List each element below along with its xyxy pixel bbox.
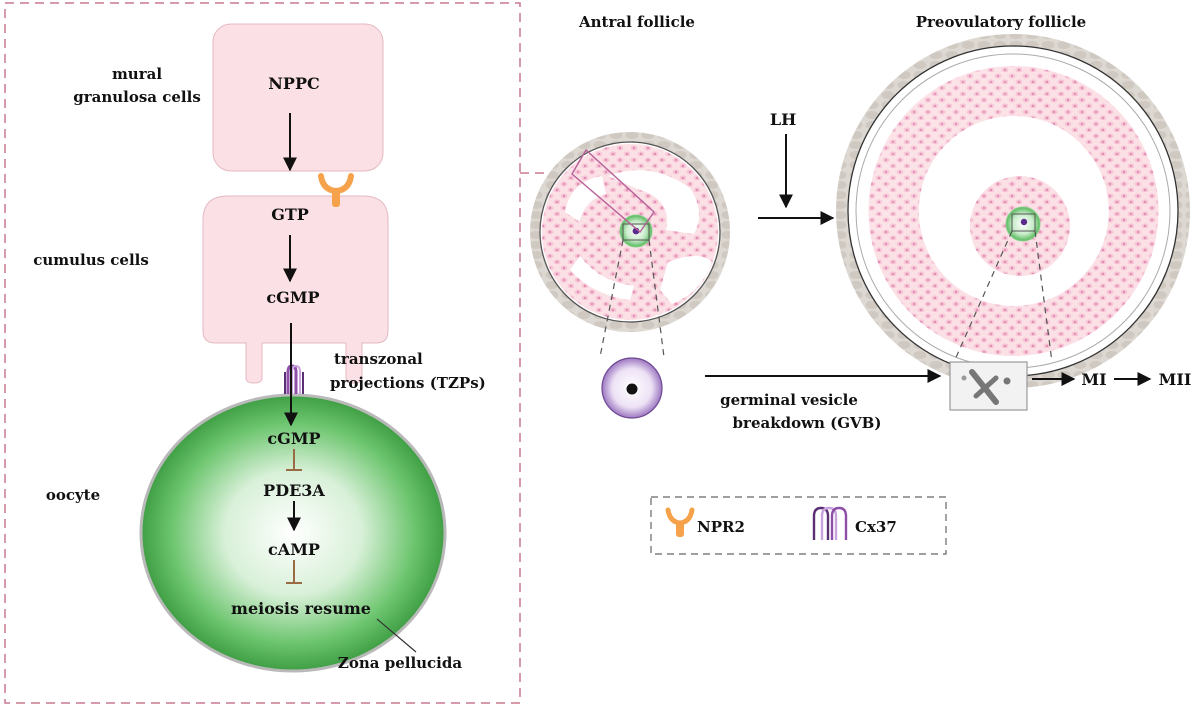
cumulus-cell-box	[202, 195, 389, 384]
zona-pellucida-label: Zona pellucida	[338, 654, 462, 672]
gv-zoom-line-left	[599, 239, 624, 358]
antral-follicle-title: Antral follicle	[578, 13, 695, 31]
inhibit-meiosis	[286, 560, 302, 584]
preovulatory-follicle-title: Preovulatory follicle	[916, 13, 1086, 31]
mural-granulosa-cell-box	[212, 23, 384, 172]
legend-npr2-icon	[665, 507, 695, 537]
meiosis-resume-label: meiosis resume	[231, 599, 371, 618]
npr2-receptor-icon	[318, 173, 354, 207]
gtp-label: GTP	[271, 205, 309, 224]
oocyte-label: oocyte	[46, 486, 100, 504]
lh-label: LH	[770, 110, 796, 129]
gv-oocyte	[601, 357, 663, 419]
mi-chromosome-box	[949, 361, 1028, 411]
nppc-label: NPPC	[268, 74, 319, 93]
antral-follicle	[530, 132, 730, 332]
legend-cx37-label: Cx37	[855, 518, 897, 536]
oocyte-cell	[139, 393, 447, 673]
tzp-label-line2: projections (TZPs)	[330, 374, 486, 392]
cgmp-oocyte-label: cGMP	[267, 429, 320, 448]
mural-label-line2: granulosa cells	[73, 88, 201, 106]
legend-cx37-icon	[812, 506, 848, 540]
gvb-label-line1: germinal vesicle	[720, 391, 858, 409]
gvb-label-line2: breakdown (GVB)	[733, 414, 882, 432]
cgmp-cumulus-label: cGMP	[266, 288, 319, 307]
pde3a-label: PDE3A	[263, 481, 325, 500]
legend-npr2-label: NPR2	[697, 518, 745, 536]
zona-pellucida-pointer	[376, 618, 417, 653]
mural-label-line1: mural	[112, 65, 162, 83]
cx37-connexin-icon	[284, 364, 304, 394]
camp-label: cAMP	[268, 540, 320, 559]
antral-zoom-region	[571, 148, 655, 234]
mi-zoom-line-right	[1034, 230, 1053, 363]
gv-zoom-line-right	[648, 239, 665, 358]
tzp-label-line1: transzonal	[334, 350, 423, 368]
cumulus-label: cumulus cells	[33, 251, 149, 269]
preovulatory-follicle	[836, 34, 1190, 388]
detail-panel-border	[4, 2, 521, 704]
mi-zoom-line-left	[953, 230, 1013, 363]
inhibit-pde3a	[286, 449, 302, 471]
mii-label: MII	[1159, 370, 1192, 389]
legend-box	[650, 496, 947, 555]
mi-label: MI	[1081, 370, 1106, 389]
